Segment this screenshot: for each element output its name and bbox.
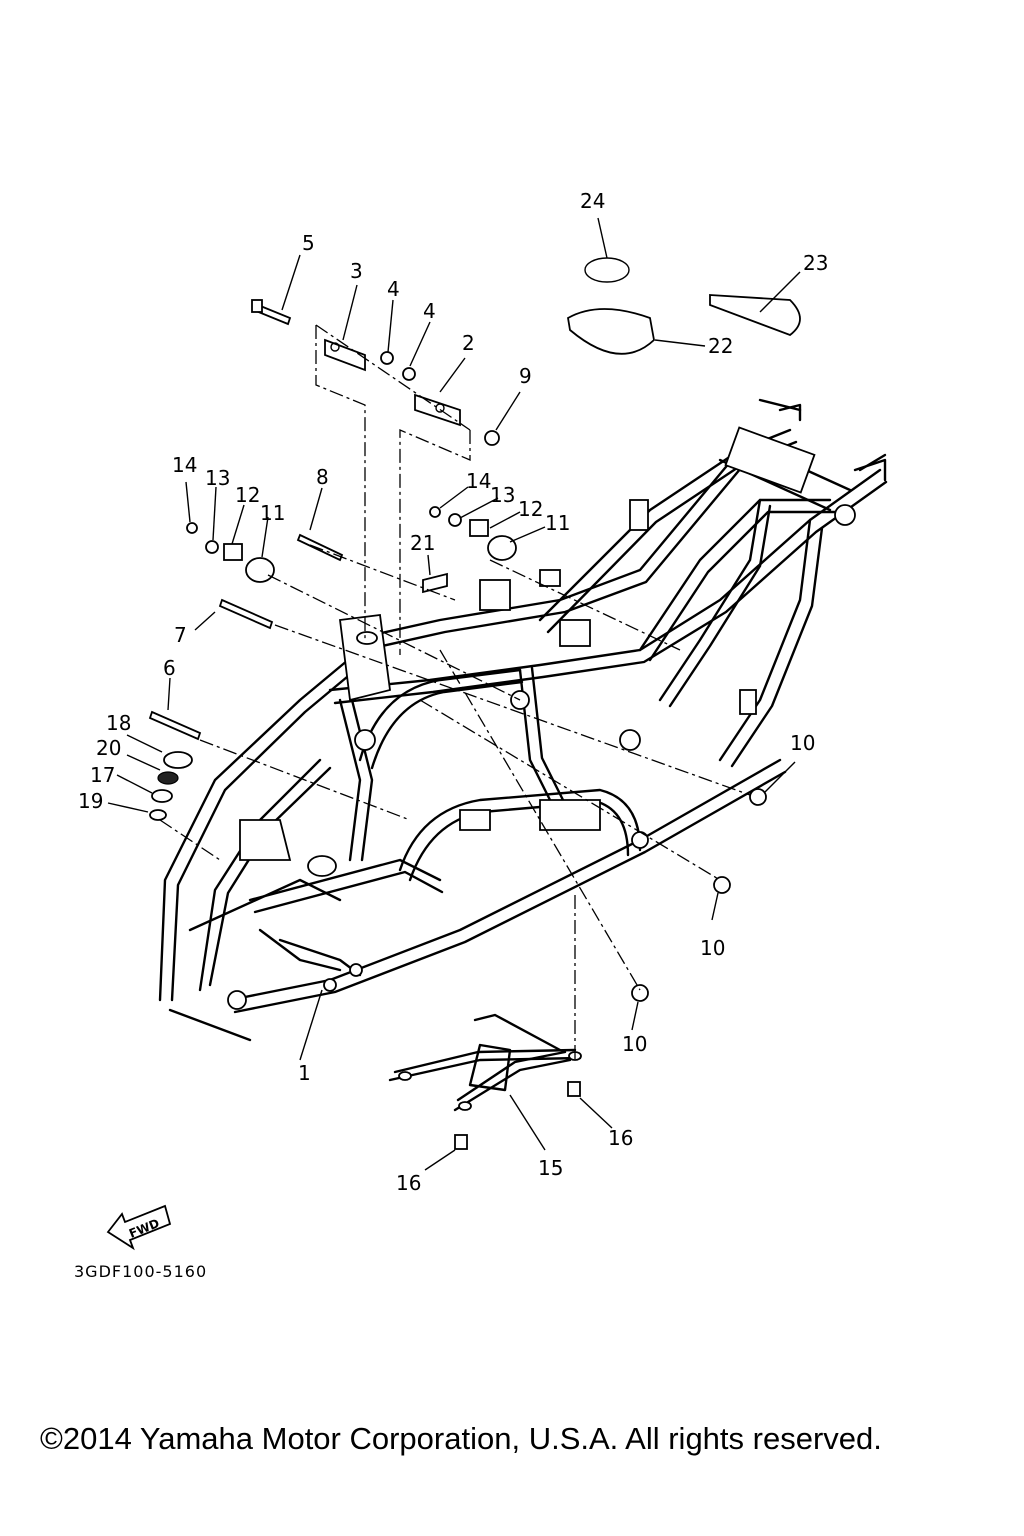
callout-17: 17: [90, 763, 115, 787]
callout-19: 19: [78, 789, 103, 813]
skid-plate-15: [388, 1013, 582, 1112]
callout-10c: 10: [622, 1032, 647, 1056]
callout-4b: 4: [423, 299, 436, 323]
leader-lines: [107, 217, 801, 1171]
callout-9: 9: [519, 364, 532, 388]
callout-23: 23: [803, 251, 828, 275]
callout-4a: 4: [387, 277, 400, 301]
callout-16a: 16: [608, 1126, 633, 1150]
callout-12b: 12: [518, 497, 543, 521]
callout-6: 6: [163, 656, 176, 680]
callout-10b: 10: [700, 936, 725, 960]
callout-1: 1: [298, 1061, 311, 1085]
callout-24: 24: [580, 189, 605, 213]
callout-5: 5: [302, 231, 315, 255]
callout-12a: 12: [235, 483, 260, 507]
callout-7: 7: [174, 623, 187, 647]
callout-8: 8: [316, 465, 329, 489]
callout-20: 20: [96, 736, 121, 760]
callout-11a: 11: [260, 501, 285, 525]
callout-11b: 11: [545, 511, 570, 535]
callout-2: 2: [462, 331, 475, 355]
diagram-code: 3GDF100-5160: [74, 1262, 207, 1281]
fastener-parts: [148, 257, 801, 1150]
callout-22: 22: [708, 334, 733, 358]
callout-15: 15: [538, 1156, 563, 1180]
callout-14a: 14: [172, 453, 197, 477]
copyright-notice: ©2014 Yamaha Motor Corporation, U.S.A. A…: [40, 1421, 882, 1456]
callout-21: 21: [410, 531, 435, 555]
callout-10a: 10: [790, 731, 815, 755]
callout-13b: 13: [490, 483, 515, 507]
fwd-arrow-icon: FWD: [106, 1204, 172, 1251]
callout-labels: 1 2 3 4 4 5 6 7 8 9 10 10 10 11 11 12 12…: [78, 189, 828, 1195]
callout-16b: 16: [396, 1171, 421, 1195]
frame-assembly: [158, 398, 888, 1042]
callout-13a: 13: [205, 466, 230, 490]
callout-18: 18: [106, 711, 131, 735]
callout-3: 3: [350, 259, 363, 283]
callout-14b: 14: [466, 469, 491, 493]
